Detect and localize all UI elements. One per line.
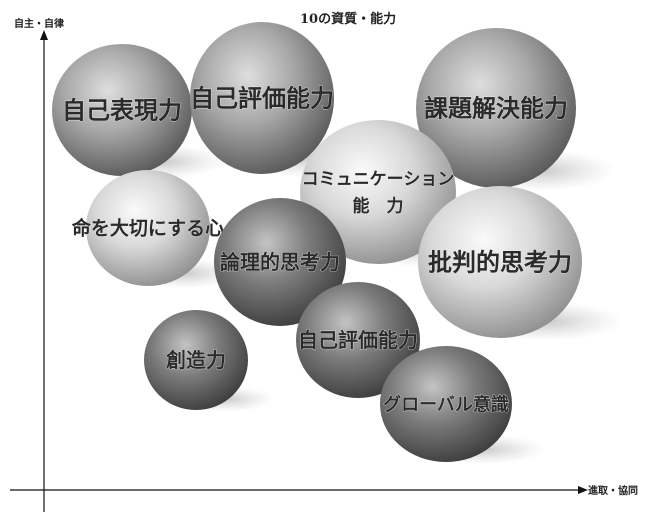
bubble: 命を大切にする心: [72, 170, 224, 286]
bubble: 自己表現力: [52, 44, 192, 176]
bubble-sphere: [52, 44, 192, 176]
bubble-label: 自己評価能力: [190, 83, 334, 112]
chart-title: 10の資質・能力: [300, 12, 397, 27]
bubble: 課題解決能力: [416, 28, 576, 188]
bubbles-layer: 自己表現力自己評価能力課題解決能力命を大切にする心コミュニケーション能 力論理的…: [52, 22, 623, 465]
bubble-sphere: [418, 186, 582, 338]
bubble-sphere: [214, 198, 346, 326]
bubble-label: 批判的思考力: [428, 247, 572, 276]
bubble: 批判的思考力: [418, 186, 582, 338]
bubble-sphere: [296, 282, 420, 398]
bubble-sphere: [190, 22, 334, 174]
y-axis-arrow: [40, 30, 48, 40]
bubble: 論理的思考力: [214, 198, 346, 326]
bubble: 自己評価能力: [190, 22, 334, 174]
y-axis-label: 自主・自律: [14, 19, 64, 30]
bubble-sphere: [144, 310, 248, 410]
bubble-label: 能 力: [353, 196, 404, 217]
bubble-label: 自己評価能力: [298, 328, 418, 352]
bubble: 創造力: [144, 310, 248, 410]
bubble-sphere: [416, 28, 576, 188]
bubble-sphere: [300, 120, 456, 264]
bubble-label: 命を大切にする心: [72, 217, 224, 240]
x-axis-arrow: [578, 486, 588, 494]
x-axis-label: 進取・協同: [588, 486, 638, 497]
bubble-label: 課題解決能力: [424, 93, 568, 122]
bubble-label: グローバル意識: [383, 393, 509, 415]
bubble: 自己評価能力: [296, 282, 420, 398]
bubble-label: 論理的思考力: [220, 250, 340, 274]
bubble: グローバル意識: [380, 346, 512, 462]
bubble-sphere: [380, 346, 512, 462]
bubble-label: 創造力: [165, 348, 226, 372]
bubble-label: 自己表現力: [62, 95, 182, 124]
bubble-sphere: [86, 170, 210, 286]
bubble-label: コミュニケーション: [302, 169, 455, 189]
